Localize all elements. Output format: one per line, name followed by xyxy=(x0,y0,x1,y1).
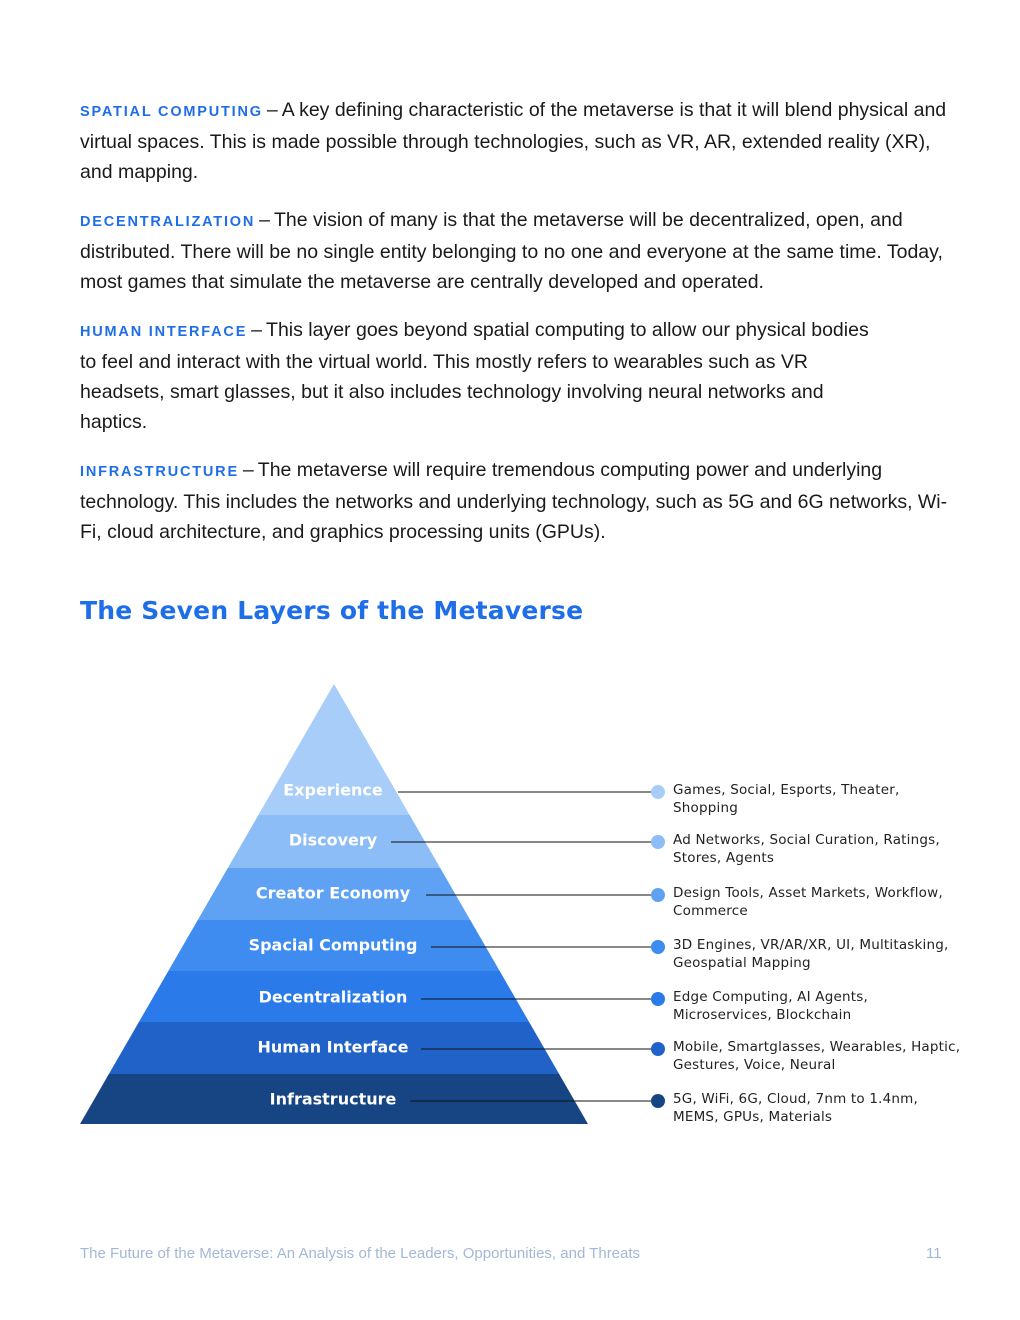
layer-band xyxy=(108,1022,560,1074)
layer-label: Creator Economy xyxy=(256,884,411,903)
pyramid-layer-human-interface: Human Interface xyxy=(108,1022,665,1074)
pyramid-layer-decentralization: Decentralization xyxy=(138,971,665,1022)
connector-dot xyxy=(651,992,665,1006)
layer-description: 3D Engines, VR/AR/XR, UI, Multitasking, … xyxy=(673,937,949,971)
pyramid-layer-experience: Experience xyxy=(258,684,665,815)
term-label: Human Interface xyxy=(80,324,248,340)
connector-dot xyxy=(651,888,665,902)
layer-description: Edge Computing, AI Agents, Microservices… xyxy=(673,989,868,1023)
dash: – xyxy=(242,459,254,481)
layer-label: Experience xyxy=(283,781,383,800)
layer-label: Spacial Computing xyxy=(249,936,418,955)
layer-description: Games, Social, Esports, Theater, Shoppin… xyxy=(673,782,900,816)
layer-band xyxy=(80,1074,588,1124)
connector-dot xyxy=(651,785,665,799)
pyramid-layer-infrastructure: Infrastructure xyxy=(80,1074,665,1124)
term-label: Infrastructure xyxy=(80,464,239,480)
connector-dot xyxy=(651,1094,665,1108)
paragraph-text: The vision of many is that the metaverse… xyxy=(80,209,943,293)
pyramid-layer-creator-economy: Creator Economy xyxy=(197,868,665,920)
layer-label: Infrastructure xyxy=(270,1090,397,1109)
layer-description: Ad Networks, Social Curation, Ratings, S… xyxy=(673,832,940,866)
paragraph-text: This layer goes beyond spatial computing… xyxy=(80,319,869,433)
paragraph-text: A key defining characteristic of the met… xyxy=(80,99,947,183)
pyramid-layer-spacial-computing: Spacial Computing xyxy=(168,920,665,971)
layer-description: 5G, WiFi, 6G, Cloud, 7nm to 1.4nm, MEMS,… xyxy=(673,1091,919,1125)
layer-label: Decentralization xyxy=(259,988,408,1007)
connector-dot xyxy=(651,940,665,954)
paragraph-spatial-computing: Spatial Computing–A key defining charact… xyxy=(80,95,950,187)
paragraph-text: The metaverse will require tremendous co… xyxy=(80,459,948,543)
term-label: Decentralization xyxy=(80,214,256,230)
dash: – xyxy=(251,319,263,341)
layer-label: Human Interface xyxy=(257,1038,408,1057)
connector-dot xyxy=(651,1042,665,1056)
paragraph-human-interface: Human Interface–This layer goes beyond s… xyxy=(80,315,880,437)
layer-description: Design Tools, Asset Markets, Workflow, C… xyxy=(673,885,943,919)
pyramid-layer-discovery: Discovery xyxy=(227,815,665,868)
term-label: Spatial Computing xyxy=(80,104,263,120)
layer-band xyxy=(168,920,500,971)
dash: – xyxy=(259,209,270,231)
layer-band xyxy=(227,815,441,868)
page-number: 11 xyxy=(926,1245,942,1262)
layer-band xyxy=(258,684,410,815)
layer-label: Discovery xyxy=(289,831,378,850)
dash: – xyxy=(266,99,278,121)
layer-description: Mobile, Smartglasses, Wearables, Haptic,… xyxy=(673,1039,961,1073)
paragraph-decentralization: Decentralization–The vision of many is t… xyxy=(80,205,950,297)
footer-title: The Future of the Metaverse: An Analysis… xyxy=(80,1245,641,1262)
section-title: The Seven Layers of the Metaverse xyxy=(80,596,584,625)
paragraph-infrastructure: Infrastructure–The metaverse will requir… xyxy=(80,455,950,547)
connector-dot xyxy=(651,835,665,849)
layer-band xyxy=(138,971,530,1022)
layer-band xyxy=(197,868,471,920)
